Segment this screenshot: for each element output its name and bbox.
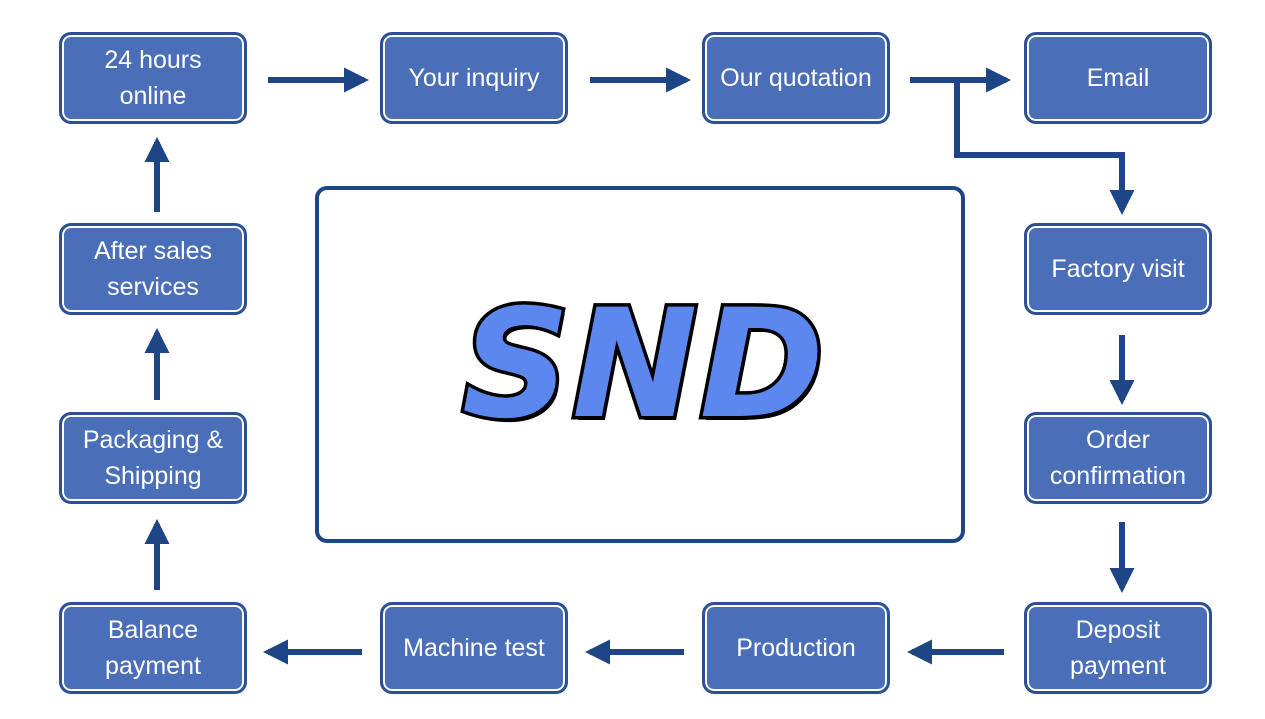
step-label: Balance payment bbox=[105, 616, 201, 680]
step-your-inquiry: Your inquiry bbox=[380, 32, 568, 124]
step-label: Deposit payment bbox=[1070, 616, 1166, 680]
step-label: Our quotation bbox=[720, 64, 872, 92]
step-label: Your inquiry bbox=[408, 64, 540, 92]
step-label: Email bbox=[1086, 64, 1150, 92]
step-24-hours-online: 24 hours online bbox=[59, 32, 247, 124]
step-label: Order confirmation bbox=[1049, 426, 1187, 490]
step-after-sales-services: After sales services bbox=[59, 223, 247, 315]
step-our-quotation: Our quotation bbox=[702, 32, 890, 124]
step-factory-visit: Factory visit bbox=[1024, 223, 1212, 315]
step-balance-payment: Balance payment bbox=[59, 602, 247, 694]
step-label: Packaging & Shipping bbox=[82, 426, 224, 490]
step-order-confirmation: Order confirmation bbox=[1024, 412, 1212, 504]
step-label: After sales services bbox=[93, 237, 213, 301]
step-production: Production bbox=[702, 602, 890, 694]
step-machine-test: Machine test bbox=[380, 602, 568, 694]
step-label: Production bbox=[736, 634, 856, 662]
step-label: Factory visit bbox=[1051, 255, 1185, 283]
step-email: Email bbox=[1024, 32, 1212, 124]
step-packaging-shipping: Packaging & Shipping bbox=[59, 412, 247, 504]
step-deposit-payment: Deposit payment bbox=[1024, 602, 1212, 694]
step-label: Machine test bbox=[403, 634, 545, 662]
center-logo-frame: SND bbox=[315, 186, 965, 543]
snd-logo: SND bbox=[458, 274, 827, 455]
step-label: 24 hours online bbox=[104, 46, 202, 110]
